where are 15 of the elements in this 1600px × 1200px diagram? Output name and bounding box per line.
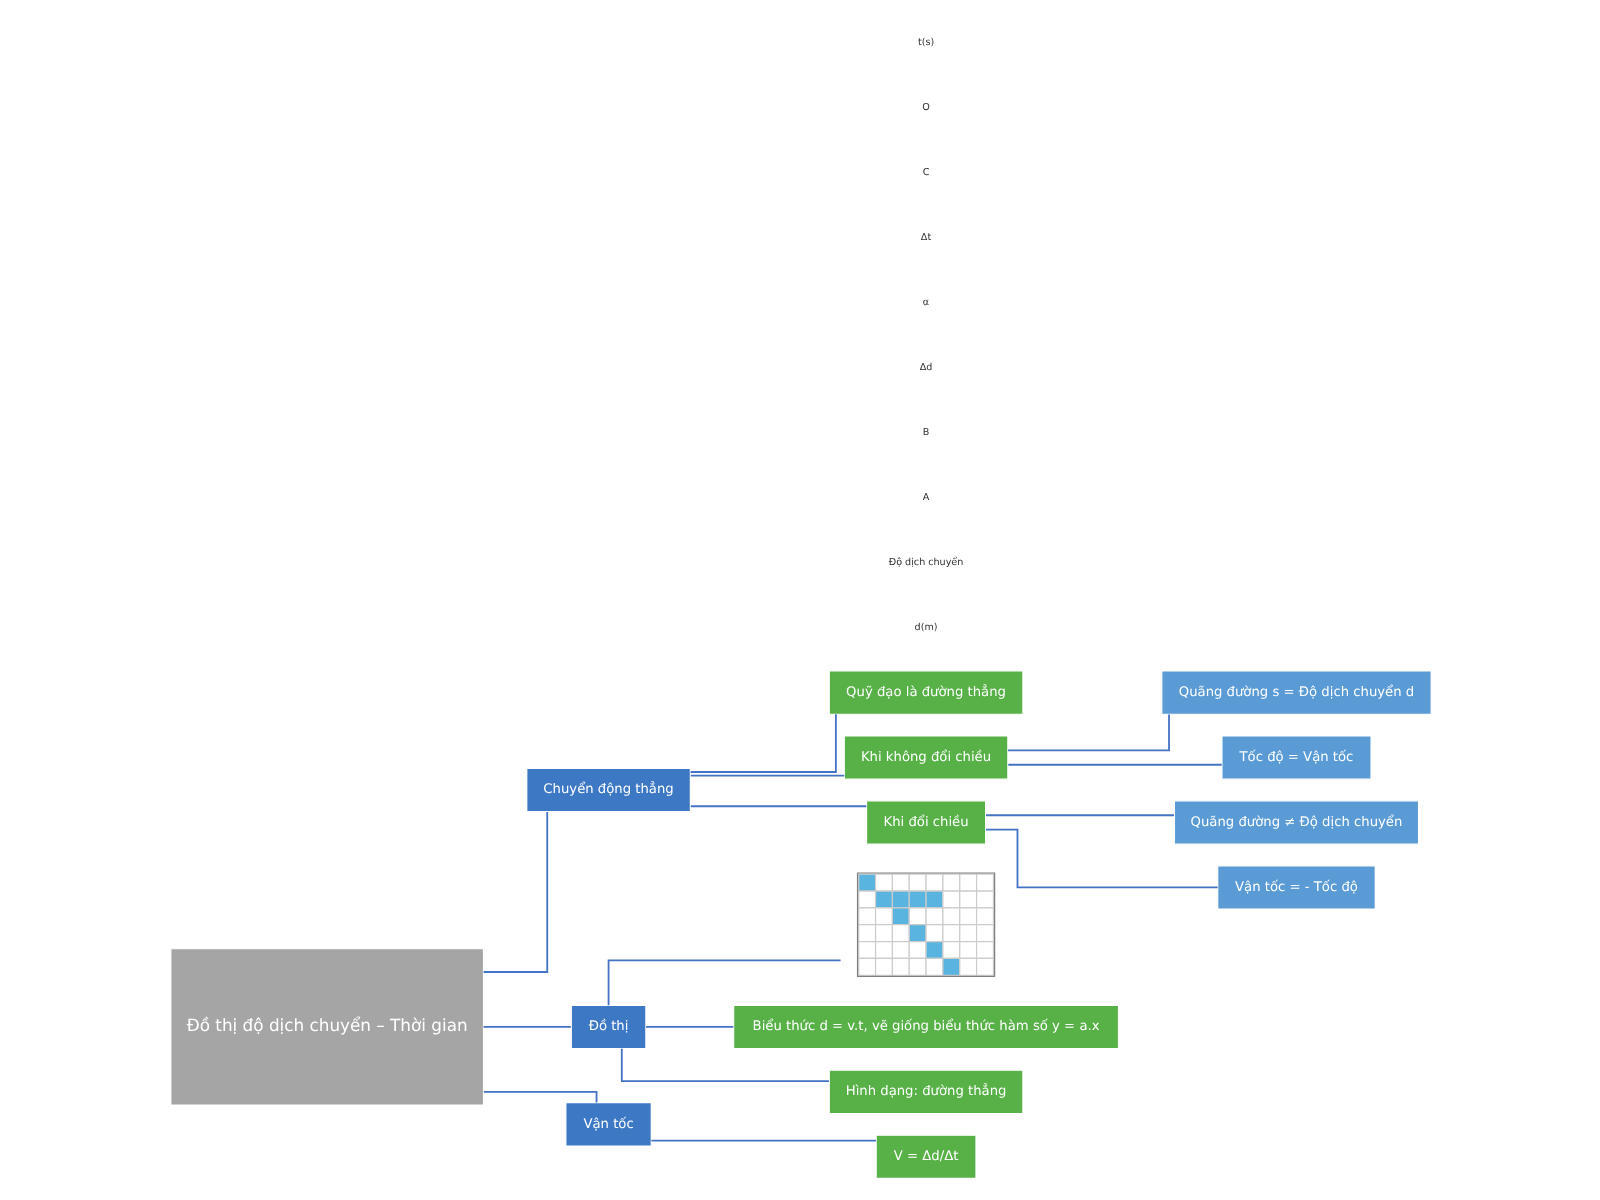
node-box: Đồ thị độ dịch chuyển – Thời gian — [169, 948, 484, 1106]
connector — [688, 713, 836, 773]
connector — [619, 1047, 829, 1082]
connector — [688, 774, 845, 777]
connector — [984, 828, 1218, 889]
connector — [1006, 713, 1169, 752]
connector — [649, 1139, 876, 1142]
connector — [481, 1026, 571, 1028]
connector — [644, 1026, 734, 1028]
connector — [481, 1091, 597, 1104]
connector — [606, 959, 841, 1007]
connector — [688, 805, 867, 808]
connector — [1006, 763, 1222, 766]
connector — [481, 811, 548, 973]
connector — [984, 814, 1174, 817]
